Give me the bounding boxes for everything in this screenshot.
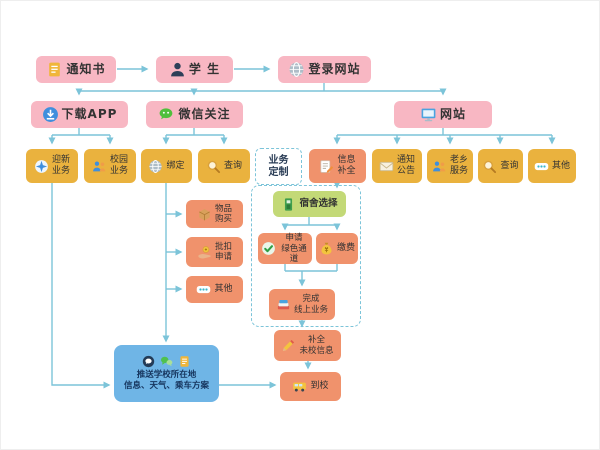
wechat-icon bbox=[158, 106, 175, 123]
node-wechat-query: 查询 bbox=[198, 149, 250, 183]
node-fellow-service: 老乡服务 bbox=[427, 149, 473, 183]
node-label: 学 生 bbox=[188, 62, 221, 77]
node-notification-letter: 通知书 bbox=[36, 56, 116, 83]
node-label: 批扣申请 bbox=[214, 241, 232, 262]
node-label: 校园业务 bbox=[109, 155, 128, 176]
node-arrive-school: 到校 bbox=[280, 372, 341, 401]
business-custom-group bbox=[251, 185, 361, 327]
people-icon bbox=[92, 159, 107, 174]
node-label: 查询 bbox=[500, 160, 519, 171]
node-side-other: 其他 bbox=[186, 276, 243, 303]
check-icon bbox=[261, 241, 276, 256]
document-icon bbox=[46, 61, 63, 78]
node-label: 老乡服务 bbox=[449, 155, 468, 176]
node-label: 完成线上业务 bbox=[293, 294, 328, 315]
node-label: 下载APP bbox=[61, 107, 118, 122]
node-label: 物品购买 bbox=[214, 203, 232, 224]
node-label: 宿舍选择 bbox=[299, 198, 338, 210]
pencil-icon bbox=[281, 338, 296, 353]
node-dorm-selection: 宿舍选择 bbox=[273, 191, 346, 217]
node-notice-announcement: 通知公告 bbox=[372, 149, 422, 183]
document-icon bbox=[178, 355, 191, 368]
node-label: 登录网站 bbox=[308, 62, 361, 77]
package-icon bbox=[197, 207, 212, 222]
coin-hand-icon bbox=[197, 245, 212, 260]
new-business-icon bbox=[34, 159, 49, 174]
node-complete-online: 完成线上业务 bbox=[269, 289, 335, 320]
node-pay-fee: 缴费 bbox=[316, 233, 358, 264]
wechat-dark-icon bbox=[142, 355, 155, 368]
node-label: 业务定制 bbox=[268, 154, 289, 178]
node-goods-purchase: 物品购买 bbox=[186, 200, 243, 228]
form-icon bbox=[319, 159, 334, 174]
node-fill-missing-info: 补全未校信息 bbox=[274, 330, 341, 361]
chat-bubbles-icon bbox=[160, 355, 173, 368]
node-bind: 绑定 bbox=[141, 149, 192, 183]
node-label: 迎新业务 bbox=[51, 155, 70, 176]
node-welcome-business: 迎新业务 bbox=[26, 149, 78, 183]
node-label: 通知公告 bbox=[396, 155, 415, 176]
download-icon bbox=[42, 106, 59, 123]
node-label: 信息补全 bbox=[337, 155, 356, 176]
monitor-icon bbox=[420, 106, 437, 123]
student-icon bbox=[169, 61, 186, 78]
more-dots-icon bbox=[196, 282, 211, 297]
bus-icon bbox=[292, 379, 307, 394]
door-icon bbox=[281, 197, 296, 212]
node-label: 缴费 bbox=[337, 243, 356, 254]
node-download-app: 下载APP bbox=[31, 101, 128, 128]
node-label: 其他 bbox=[551, 160, 570, 171]
search-icon bbox=[206, 159, 221, 174]
cards-icon bbox=[276, 297, 291, 312]
node-label: 微信关注 bbox=[178, 107, 231, 122]
node-business-custom: 业务定制 bbox=[255, 148, 302, 185]
more-dots-icon bbox=[534, 159, 549, 174]
node-wechat-follow: 微信关注 bbox=[146, 101, 243, 128]
node-green-channel: 申请绿色通道 bbox=[258, 233, 312, 264]
moneybag-icon bbox=[319, 241, 334, 256]
node-label: 查询 bbox=[223, 160, 242, 171]
node-login-website: 登录网站 bbox=[278, 56, 371, 83]
push-icons bbox=[142, 355, 191, 368]
envelope-icon bbox=[379, 159, 394, 174]
node-campus-business: 校园业务 bbox=[84, 149, 136, 183]
globe-icon bbox=[288, 61, 305, 78]
node-info-completion: 信息补全 bbox=[309, 149, 366, 183]
node-website-query: 查询 bbox=[478, 149, 523, 183]
node-label: 绑定 bbox=[166, 160, 185, 171]
node-label: 网站 bbox=[439, 107, 466, 122]
push-info-box: 推送学校所在地 信息、天气、乘车方案 bbox=[114, 345, 219, 402]
node-label: 到校 bbox=[310, 381, 329, 392]
node-student: 学 生 bbox=[156, 56, 233, 83]
people-icon bbox=[432, 159, 447, 174]
node-label: 补全未校信息 bbox=[299, 335, 334, 356]
node-label: 其他 bbox=[214, 284, 233, 295]
node-label: 申请绿色通道 bbox=[281, 233, 307, 264]
node-batch-deduction: 批扣申请 bbox=[186, 237, 243, 267]
node-website-other: 其他 bbox=[528, 149, 576, 183]
node-website: 网站 bbox=[394, 101, 492, 128]
globe-icon bbox=[148, 159, 163, 174]
node-label: 通知书 bbox=[66, 62, 106, 77]
push-info-text: 推送学校所在地 信息、天气、乘车方案 bbox=[123, 369, 209, 391]
search-icon bbox=[482, 159, 497, 174]
